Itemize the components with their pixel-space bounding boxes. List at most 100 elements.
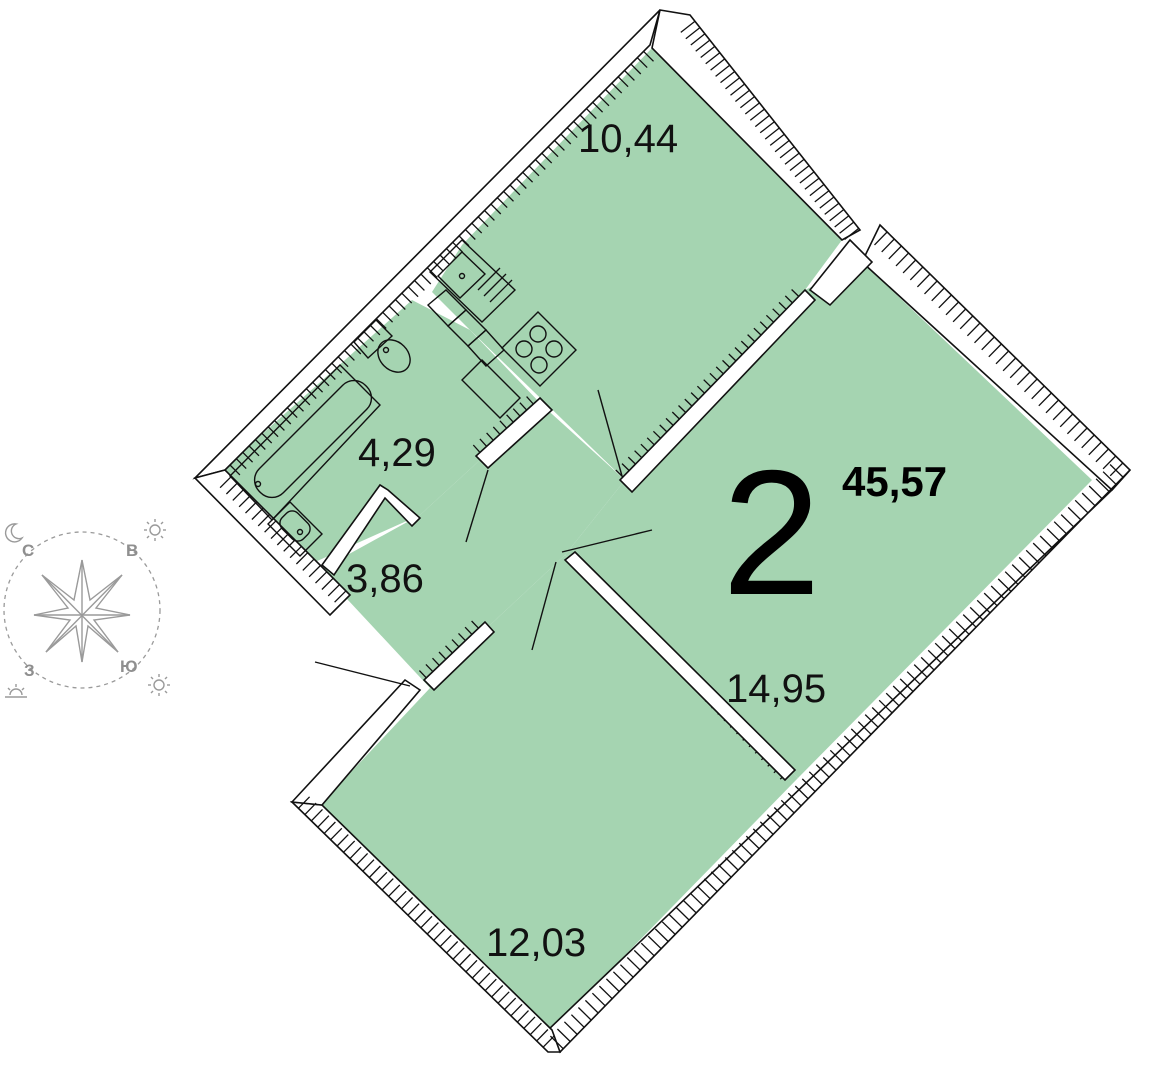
hatch-mark (1045, 399, 1060, 414)
hatch-mark (509, 184, 521, 196)
hatch-mark (752, 828, 767, 842)
hatch-mark (715, 64, 731, 77)
area-bathroom: 4,29 (358, 431, 436, 475)
door-room-bottom (531, 561, 557, 651)
hatch-mark (709, 372, 718, 381)
hatch-mark (778, 301, 787, 310)
wall-entry (290, 678, 422, 806)
hatch-mark (349, 846, 362, 860)
hatch-mark (717, 864, 732, 878)
hatch-mark (780, 799, 795, 814)
hallway-floor (320, 405, 625, 688)
hatch-mark (829, 208, 845, 222)
hatch-mark (636, 57, 648, 69)
compass-west: З (24, 661, 35, 680)
hatch-mark (765, 314, 775, 323)
hatch-mark (529, 1022, 542, 1036)
hatch-mark (739, 96, 755, 109)
hatch-mark (934, 642, 949, 657)
hatch-mark (219, 475, 232, 489)
hatch-mark (895, 252, 910, 267)
compass-ring (3, 531, 161, 689)
hatch-mark (988, 343, 1002, 358)
door-swings (314, 389, 653, 687)
hatch-mark (401, 292, 413, 304)
hatch-mark (1088, 441, 1102, 456)
room-right-floor (565, 262, 1092, 778)
hatch-mark (671, 411, 680, 420)
hatch-mark (479, 438, 488, 447)
hatch-mark (375, 871, 388, 885)
hatch-mark (592, 101, 604, 113)
interior-walls (320, 238, 874, 782)
hatch-mark (888, 245, 902, 260)
hatch-mark (829, 749, 844, 764)
hatch-mark (843, 735, 858, 750)
hatch-mark (458, 632, 466, 642)
hatch-mark (824, 202, 840, 215)
hatch-mark (1066, 420, 1081, 435)
area-room-bottom: 12,03 (486, 921, 586, 965)
hatch-mark (808, 771, 823, 785)
hatch-mark (1059, 413, 1074, 428)
hatch-mark (506, 414, 514, 423)
hatch-mark (678, 405, 687, 413)
hatch-mark (703, 878, 718, 892)
hatch-mark (343, 840, 356, 853)
hatch-mark (684, 398, 693, 407)
hatch-mark (627, 456, 636, 465)
hatch-mark (478, 972, 491, 985)
hatch-mark (754, 114, 770, 128)
hatch-mark (465, 959, 478, 973)
hatch-mark (682, 899, 697, 914)
hatch-mark (647, 935, 662, 950)
hatch-mark (700, 45, 716, 59)
hatch-mark (749, 108, 765, 121)
hatch-mark (344, 350, 355, 361)
door-room-right (561, 529, 653, 553)
hatch-mark (874, 231, 888, 246)
hatch-mark (1018, 556, 1033, 571)
hatch-mark (426, 267, 438, 279)
hatch-mark (747, 334, 756, 343)
hatch-mark (955, 621, 970, 635)
hatch-mark (560, 133, 572, 145)
hatch-mark (464, 626, 473, 635)
hatch-mark (962, 614, 977, 628)
hatch-mark (617, 76, 629, 88)
area-hallway: 3,86 (346, 557, 424, 601)
hatch-mark (974, 329, 988, 344)
hatch-mark (779, 146, 795, 159)
hatch-mark (864, 714, 879, 728)
hatch-mark (659, 424, 668, 433)
hatch-mark (1053, 521, 1068, 535)
door-kitchen (597, 389, 623, 477)
hatch-mark (1032, 542, 1047, 557)
hatch-mark (585, 108, 597, 119)
hatch-mark (916, 273, 931, 288)
hatch-mark (598, 985, 613, 1000)
hatch-mark (794, 165, 810, 178)
hatch-mark (1109, 462, 1124, 477)
moon-icon (4, 523, 24, 543)
column-right (808, 238, 874, 307)
hatch-mark (407, 286, 419, 298)
hatch-mark (722, 359, 731, 368)
hatch-mark (464, 229, 476, 240)
hatch-mark (990, 585, 1005, 600)
door-bath (465, 469, 489, 543)
hatch-mark (598, 95, 610, 107)
hatch-mark (394, 890, 407, 904)
hatch-mark (931, 287, 945, 302)
hatch-mark (295, 552, 309, 565)
hatch-mark (745, 835, 760, 850)
compass-north: С (22, 541, 34, 560)
hatch-mark (439, 934, 452, 948)
hatch-mark (541, 152, 553, 164)
hatch-mark (1024, 378, 1038, 393)
hatch-mark (547, 146, 559, 158)
hatch-mark (573, 120, 584, 132)
hatch-mark (773, 807, 788, 821)
hatch-mark (315, 571, 328, 584)
hatch-mark (1081, 492, 1096, 507)
